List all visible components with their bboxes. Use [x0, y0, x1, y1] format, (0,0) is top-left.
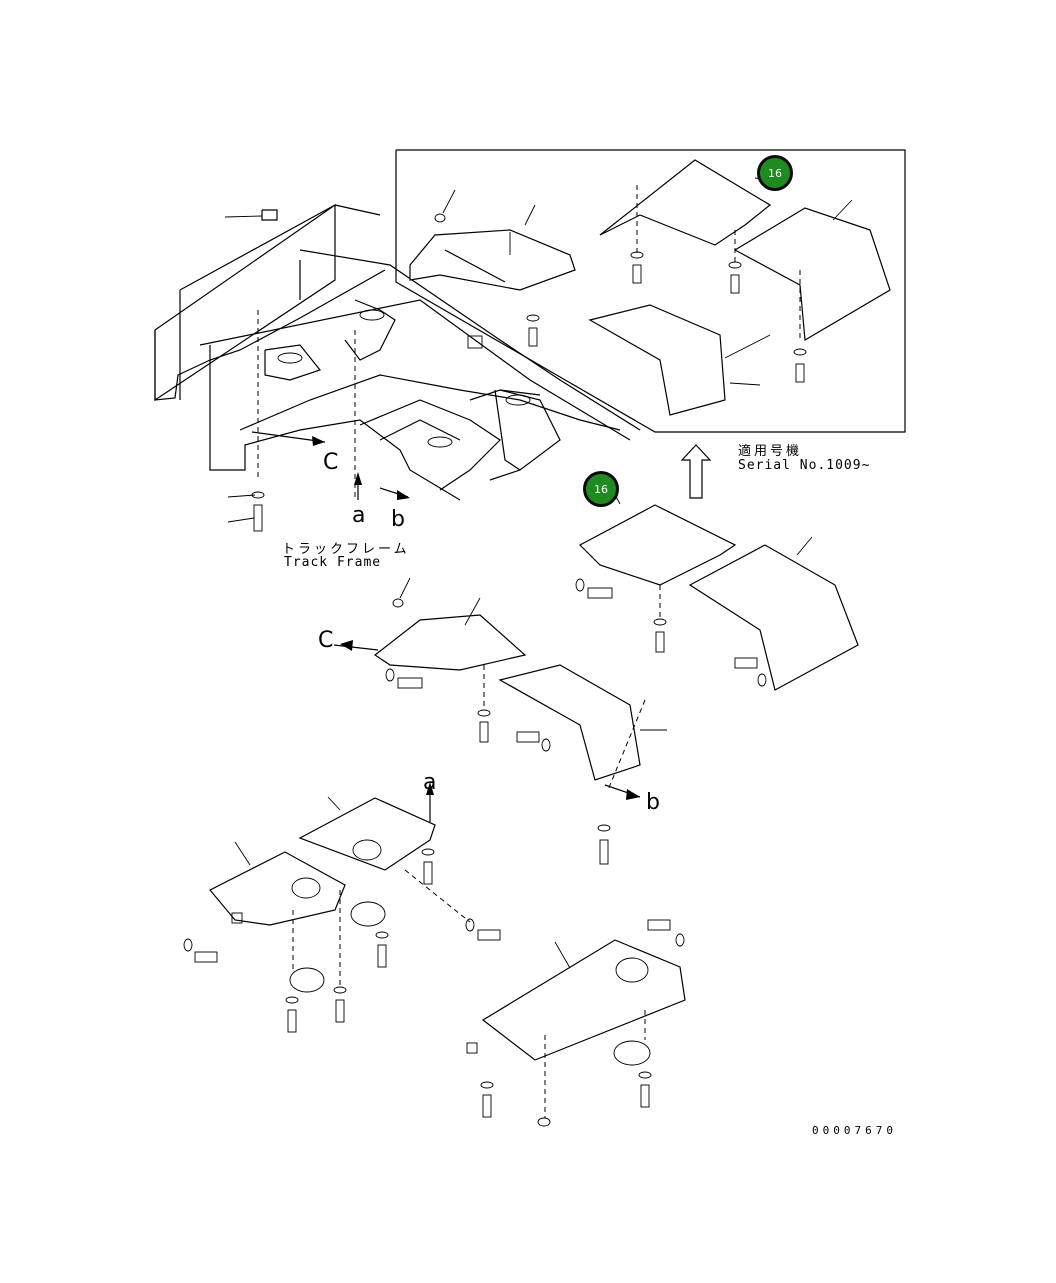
up-arrow: [680, 444, 712, 499]
track-frame-drawing: [154, 203, 641, 532]
ref-label-b-middle: b: [646, 790, 660, 815]
inset-box: [395, 149, 906, 433]
applicable-serial-jp: 適用号機: [738, 444, 803, 459]
lower-assembly: [183, 782, 686, 1127]
reference-badge-main[interactable]: 16: [583, 471, 619, 507]
inset-parts: [409, 159, 891, 416]
document-number: 00007670: [812, 1124, 897, 1137]
ref-label-c-middle: C: [318, 628, 334, 653]
track-frame-label-en: Track Frame: [284, 555, 382, 570]
track-frame-label-jp: トラックフレーム: [282, 542, 410, 557]
ref-label-b-upper: b: [391, 507, 405, 532]
applicable-serial-number: Serial No.1009~: [738, 458, 871, 473]
reference-badge-inset[interactable]: 16: [757, 155, 793, 191]
ref-label-a-lower: a: [423, 770, 437, 795]
ref-label-a-upper: a: [352, 503, 366, 528]
middle-assembly: [333, 479, 859, 865]
ref-label-c-upper: C: [323, 450, 339, 475]
